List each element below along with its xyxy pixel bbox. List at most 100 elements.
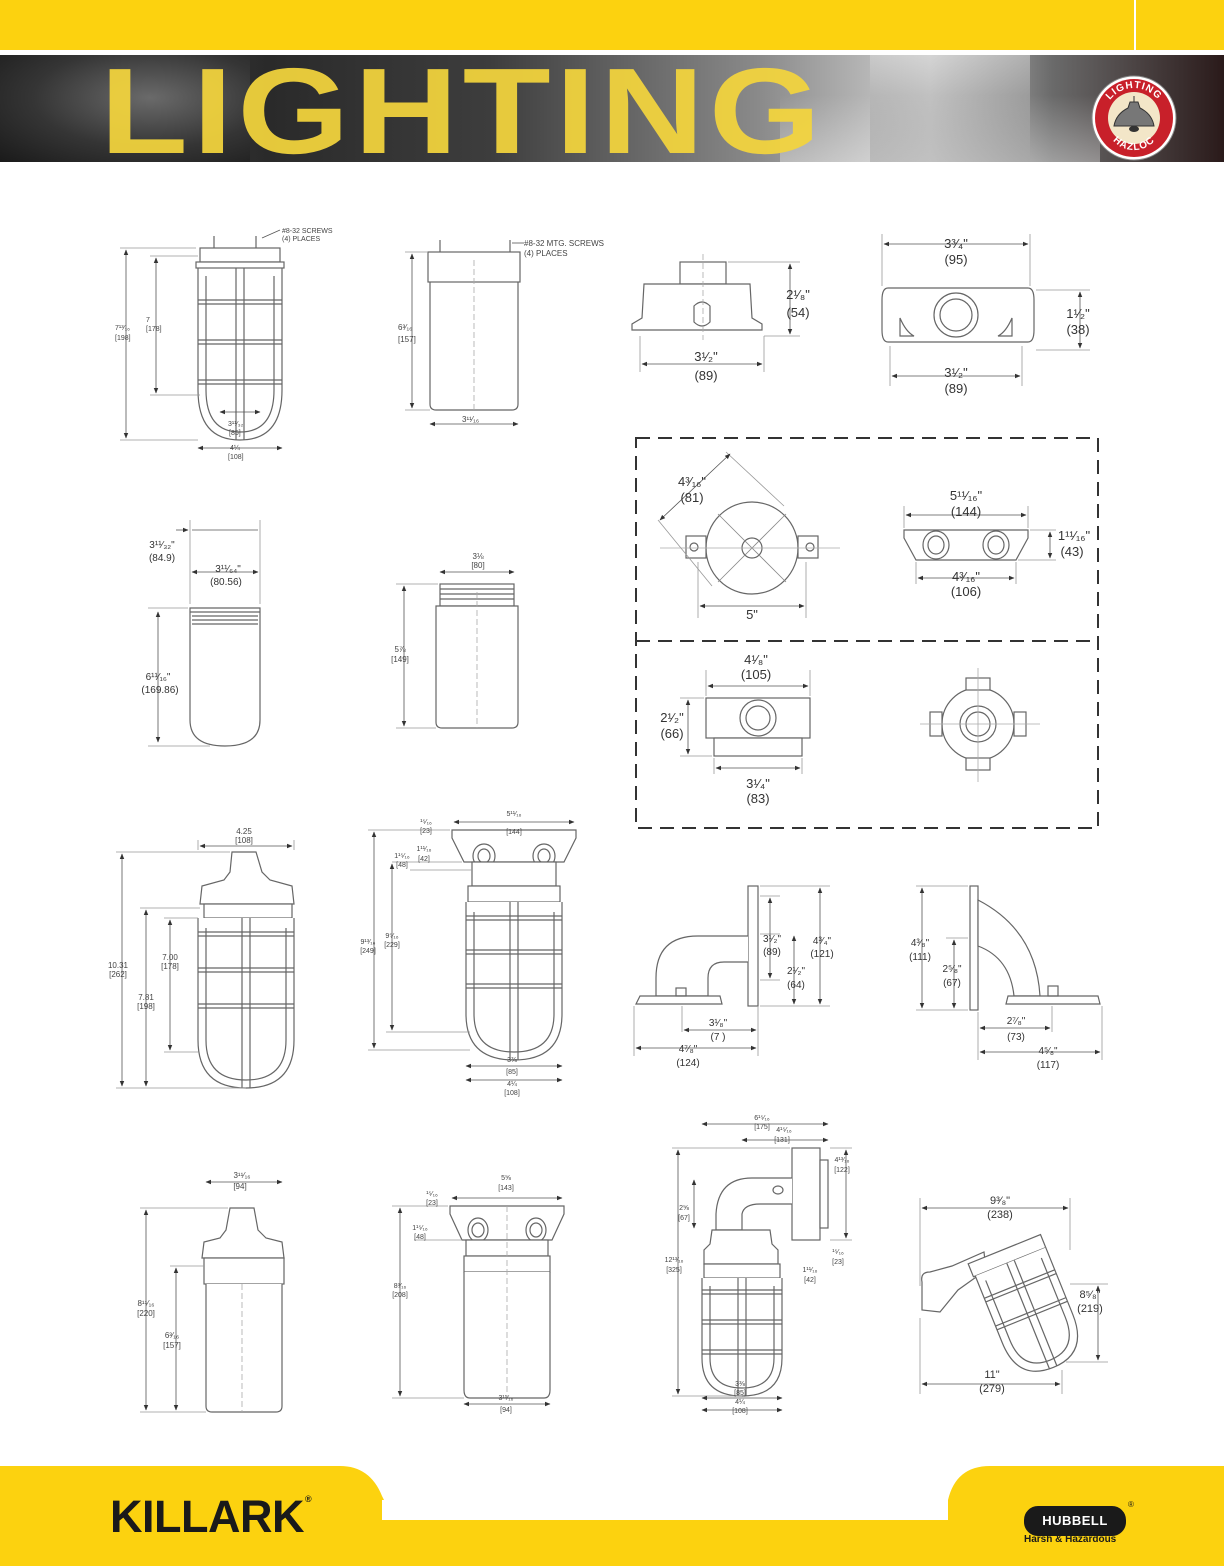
d11-wm: [108] bbox=[235, 836, 253, 845]
d14-w2: 4⁵⁄₈" bbox=[1038, 1046, 1058, 1057]
d8-hm: [149] bbox=[391, 655, 409, 664]
d2-places: (4) PLACES bbox=[524, 249, 568, 258]
d16-am: [23] bbox=[426, 1200, 438, 1207]
d7-hm: (169.86) bbox=[141, 685, 178, 696]
d12-wm: [144] bbox=[506, 829, 522, 836]
d2-h: 6³⁄₁₆ bbox=[398, 323, 412, 332]
d1-w2: 4¼ bbox=[230, 445, 240, 452]
d6-w1: 5¹¹⁄₁₆" bbox=[950, 488, 983, 503]
drawing-globe-fixture-housing bbox=[140, 1179, 285, 1413]
killark-logo: KILLARK® bbox=[110, 1491, 312, 1543]
d17-h: 12¹³⁄₁₆ bbox=[665, 1257, 684, 1264]
d17-s: ¹⁵⁄₁₆ bbox=[832, 1249, 844, 1256]
d9-w1: 4¹⁄₈" bbox=[744, 652, 768, 667]
drawing-globe-mounting-screws bbox=[405, 240, 524, 427]
d13-h2: 4³⁄₄" bbox=[813, 936, 832, 947]
d16-bm: [94] bbox=[500, 1407, 512, 1414]
d12-b2m: [108] bbox=[504, 1090, 520, 1097]
d1-h2: 7 bbox=[146, 317, 150, 324]
d1-w1m: [85] bbox=[229, 430, 241, 437]
d12-b: 1¹¹⁄₁₆ bbox=[417, 846, 432, 853]
d15-h2: 6³⁄₁₆ bbox=[165, 1331, 179, 1340]
d17-w1: 6¹⁵⁄₁₆ bbox=[754, 1115, 770, 1122]
d7-w2m: (80.56) bbox=[210, 577, 242, 588]
d4-hm: (38) bbox=[1066, 322, 1089, 337]
d13-h1: 3¹⁄₂" bbox=[763, 934, 781, 945]
drawing-wall-bracket-right bbox=[916, 885, 1103, 1060]
d5-diagm: (81) bbox=[680, 490, 703, 505]
d11-h3: 7.00 bbox=[162, 953, 178, 962]
dashed-group-box bbox=[635, 437, 1099, 829]
banner-title: LIGHTING bbox=[100, 43, 826, 179]
d5-diag: 4³⁄₁₆" bbox=[678, 474, 706, 489]
d8-w: 3⅛ bbox=[472, 552, 483, 561]
d4-w1: 3³⁄₄" bbox=[944, 236, 968, 251]
drawing-four-hub-box-top bbox=[920, 668, 1040, 782]
d11-h2m: [198] bbox=[137, 1002, 155, 1011]
d13-h1m: (89) bbox=[763, 947, 781, 958]
d1-w1: 3¹¹⁄₃₂ bbox=[228, 421, 244, 428]
d13-h2m: (121) bbox=[810, 949, 833, 960]
footer-band bbox=[0, 1466, 1224, 1566]
d1-h1: 7¹³⁄₁₆ bbox=[115, 325, 130, 332]
d12-b1m: [85] bbox=[506, 1069, 518, 1076]
d3-w: 3¹⁄₂" bbox=[694, 349, 718, 364]
d13-w2: 4⁷⁄₈" bbox=[679, 1044, 698, 1055]
d1-w2m: [108] bbox=[228, 454, 244, 461]
partner-name: HUBBELL bbox=[1042, 1513, 1108, 1528]
d17-w1m: [175] bbox=[754, 1124, 770, 1131]
banner-shade bbox=[0, 55, 250, 162]
drawing-hub-box-side bbox=[680, 670, 811, 774]
d18-w2: 11" bbox=[984, 1369, 999, 1381]
drawing-ceiling-box-top bbox=[881, 234, 1090, 386]
d11-h3m: [178] bbox=[161, 962, 179, 971]
hazloc-lighting-badge-icon: LIGHTING HAZLOC bbox=[1091, 75, 1177, 161]
banner-glow bbox=[780, 95, 1100, 162]
d12-b1: 3⅜ bbox=[507, 1057, 517, 1064]
d14-w2m: (117) bbox=[1037, 1060, 1060, 1071]
d18-w2m: (279) bbox=[979, 1383, 1005, 1395]
d6-w2: 4³⁄₁₆" bbox=[952, 569, 980, 584]
d16-h: 8³⁄₁₆ bbox=[394, 1283, 407, 1290]
d15-h2m: [157] bbox=[163, 1341, 181, 1350]
drawing-wall-mount-guarded-fixture bbox=[672, 1121, 852, 1413]
d17-w2m: [131] bbox=[774, 1137, 790, 1144]
d12-c: 1¹⁵⁄₁₆ bbox=[394, 853, 410, 860]
d14-w1: 2⁷⁄₈" bbox=[1007, 1016, 1026, 1027]
drawing-globe-fixture-ceiling-box bbox=[392, 1195, 565, 1407]
banner-fixture-shape bbox=[870, 55, 1030, 162]
d5-w: 5" bbox=[746, 607, 758, 622]
d6-w1m: (144) bbox=[951, 504, 981, 519]
d6-w2m: (106) bbox=[951, 584, 981, 599]
drawing-two-hub-box-side bbox=[903, 506, 1056, 584]
brand-name: KILLARK bbox=[110, 1491, 304, 1542]
d13-w2m: (124) bbox=[676, 1058, 699, 1069]
d17-t: 1¹¹⁄₁₆ bbox=[803, 1267, 818, 1274]
d4-w1m: (95) bbox=[944, 252, 967, 267]
d3-wm: (89) bbox=[694, 368, 717, 383]
d14-w1m: (73) bbox=[1007, 1032, 1025, 1043]
brand-reg: ® bbox=[304, 1494, 312, 1504]
d1-h2m: [178] bbox=[146, 326, 162, 333]
d9-hm: (66) bbox=[660, 726, 683, 741]
hubbell-logo: HUBBELL bbox=[1024, 1506, 1126, 1536]
d17-b1m: [85] bbox=[734, 1390, 746, 1397]
d7-w1m: (84.9) bbox=[149, 553, 175, 564]
drawing-guarded-fixture-screws bbox=[120, 229, 285, 451]
d13-h3: 2¹⁄₂" bbox=[787, 966, 805, 977]
d12-b2: 4¼ bbox=[507, 1081, 517, 1088]
d4-w2: 3¹⁄₂" bbox=[944, 365, 968, 380]
d14-h2: 2⁵⁄₈" bbox=[942, 964, 962, 975]
d12-h2: 9⁵⁄₁₆ bbox=[385, 933, 398, 940]
d8-wm: [80] bbox=[471, 561, 484, 570]
drawing-threaded-jar bbox=[396, 569, 519, 729]
d16-c: 1¹⁵⁄₁₆ bbox=[412, 1225, 428, 1232]
d2-hm: [157] bbox=[398, 335, 416, 344]
d1-h1m: [198] bbox=[115, 335, 131, 342]
d17-hm: [325] bbox=[666, 1267, 682, 1274]
drawing-threaded-globe bbox=[148, 520, 261, 747]
drawing-round-box-top bbox=[657, 451, 840, 618]
d18-w1: 9³⁄₈" bbox=[990, 1195, 1010, 1207]
d12-h1m: [249] bbox=[360, 948, 376, 955]
d16-hm: [208] bbox=[392, 1292, 408, 1299]
